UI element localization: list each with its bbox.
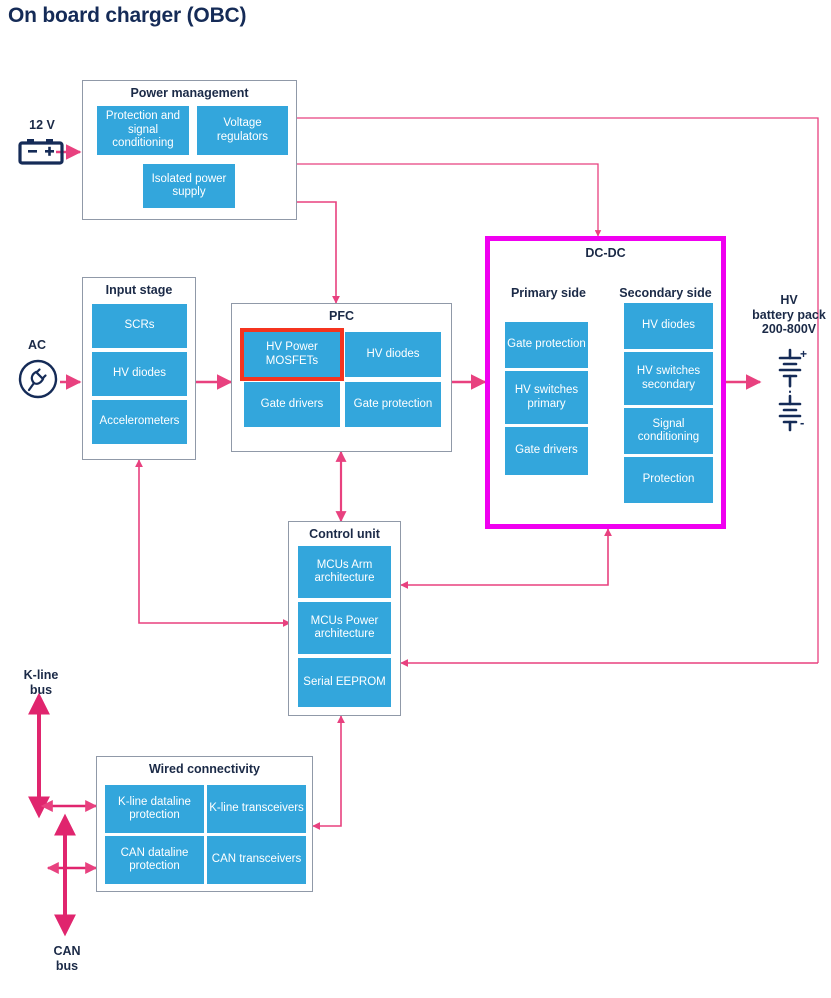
group-wired-connectivity: Wired connectivity K-line dataline prote…	[96, 756, 313, 892]
hv-battery-line1: HV	[780, 293, 798, 307]
block-signal-conditioning-dcdc[interactable]: Signal conditioning	[624, 408, 713, 454]
group-title-dc-dc: DC-DC	[585, 246, 626, 260]
block-accelerometers[interactable]: Accelerometers	[92, 400, 187, 444]
ac-label: AC	[27, 338, 47, 352]
svg-text:+: +	[800, 348, 807, 361]
block-hv-diodes-secondary[interactable]: HV diodes	[624, 303, 713, 349]
svg-text:-: -	[800, 415, 804, 430]
block-isolated-power-supply[interactable]: Isolated power supply	[143, 164, 235, 208]
car-battery-icon	[18, 137, 64, 172]
group-dc-dc: DC-DC Primary side Secondary side Gate p…	[485, 236, 726, 529]
kline-bus-label: K-line bus	[6, 668, 76, 697]
group-input-stage: Input stage SCRs HV diodes Accelerometer…	[82, 277, 196, 460]
group-pfc: PFC HV Power MOSFETs HV diodes Gate driv…	[231, 303, 452, 452]
block-mcus-power-architecture[interactable]: MCUs Power architecture	[298, 602, 391, 654]
can-bus-line2: bus	[55, 958, 79, 973]
page-title: On board charger (OBC)	[8, 4, 247, 27]
block-mcus-arm-architecture[interactable]: MCUs Arm architecture	[298, 546, 391, 598]
group-title-control-unit: Control unit	[309, 527, 380, 541]
block-gate-protection-pfc[interactable]: Gate protection	[345, 382, 441, 427]
block-protection-and-signal-conditioning[interactable]: Protection and signal conditioning	[97, 106, 189, 155]
hv-battery-pack-label: HV battery pack 200-800V	[744, 293, 831, 337]
block-hv-switches-secondary[interactable]: HV switches secondary	[624, 352, 713, 405]
battery-12v-label: 12 V	[29, 118, 55, 132]
group-title-wired-connectivity: Wired connectivity	[148, 762, 261, 776]
can-bus-line1: CAN	[53, 944, 81, 958]
subtitle-primary-side: Primary side	[510, 286, 587, 300]
hv-battery-line3: 200-800V	[761, 322, 817, 336]
kline-bus-line1: K-line	[23, 668, 59, 682]
block-hv-diodes-input[interactable]: HV diodes	[92, 352, 187, 396]
group-title-pfc: PFC	[329, 309, 354, 323]
ac-plug-icon	[15, 356, 61, 407]
block-scrs[interactable]: SCRs	[92, 304, 187, 348]
block-can-transceivers[interactable]: CAN transceivers	[207, 836, 306, 884]
group-power-management: Power management Protection and signal c…	[82, 80, 297, 220]
group-title-input-stage: Input stage	[105, 283, 173, 297]
group-control-unit: Control unit MCUs Arm architecture MCUs …	[288, 521, 401, 716]
block-kline-transceivers[interactable]: K-line transceivers	[207, 785, 306, 833]
block-voltage-regulators[interactable]: Voltage regulators	[197, 106, 288, 155]
block-hv-power-mosfets[interactable]: HV Power MOSFETs	[240, 328, 344, 381]
hv-battery-line2: battery pack	[752, 307, 826, 322]
block-hv-diodes-pfc[interactable]: HV diodes	[345, 332, 441, 377]
kline-bus-line2: bus	[29, 682, 53, 697]
can-bus-label: CAN bus	[32, 944, 102, 973]
battery-stack-icon: + -	[762, 347, 818, 443]
subtitle-secondary-side: Secondary side	[619, 286, 712, 300]
block-hv-switches-primary[interactable]: HV switches primary	[505, 371, 588, 424]
block-kline-dataline-protection[interactable]: K-line dataline protection	[105, 785, 204, 833]
block-can-dataline-protection[interactable]: CAN dataline protection	[105, 836, 204, 884]
block-gate-protection-dcdc[interactable]: Gate protection	[505, 322, 588, 368]
group-title-power-management: Power management	[130, 86, 249, 100]
block-gate-drivers-pfc[interactable]: Gate drivers	[244, 382, 340, 427]
block-protection-dcdc[interactable]: Protection	[624, 457, 713, 503]
block-serial-eeprom[interactable]: Serial EEPROM	[298, 658, 391, 707]
block-gate-drivers-dcdc[interactable]: Gate drivers	[505, 427, 588, 475]
